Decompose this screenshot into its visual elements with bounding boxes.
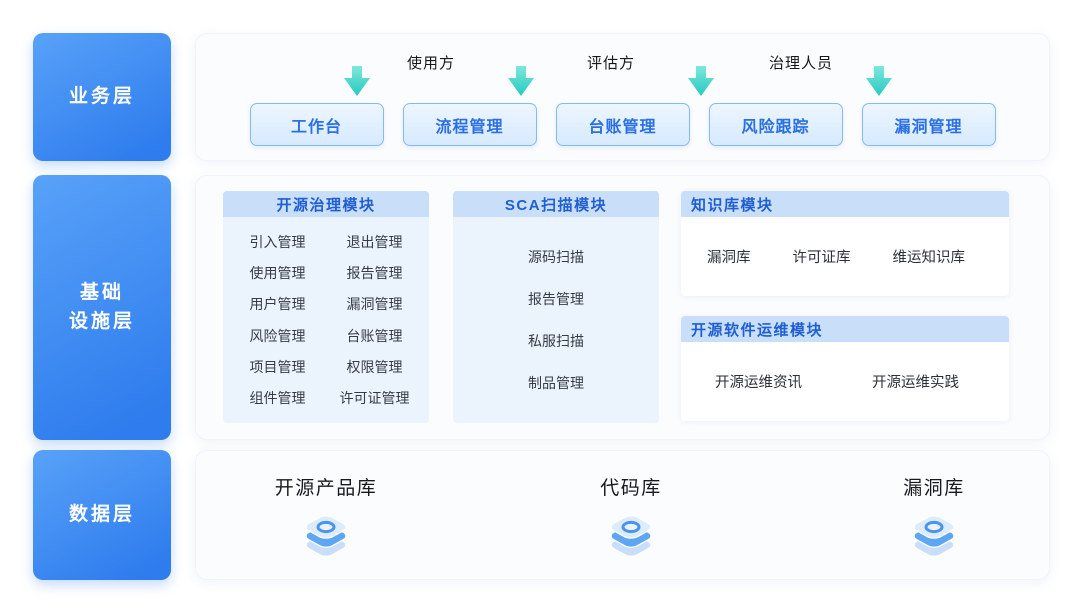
module-item: 组件管理 (249, 389, 306, 406)
module-item: 制品管理 (528, 375, 584, 391)
governance-module-panel: 开源治理模块 引入管理 退出管理 使用管理 报告管理 用户管理 漏洞管理 风险管… (223, 191, 429, 423)
role-label-assessor: 评估方 (586, 55, 635, 72)
governance-module-items: 引入管理 退出管理 使用管理 报告管理 用户管理 漏洞管理 风险管理 台账管理 … (223, 217, 429, 423)
button-risk-tracking: 风险跟踪 (708, 103, 843, 146)
module-item: 退出管理 (346, 234, 403, 251)
business-layer-card: 使用方 评估方 治理人员 工作台 流程管理 台账管理 风险跟踪 漏洞管理 (195, 33, 1050, 161)
module-item: 权限管理 (346, 358, 403, 375)
module-item: 报告管理 (528, 291, 584, 307)
ops-module-title: 开源软件运维模块 (681, 316, 1009, 342)
database-label: 开源产品库 (274, 478, 378, 499)
arrow-down-icon (508, 66, 534, 96)
sca-module-title: SCA扫描模块 (453, 191, 659, 217)
module-item: 私服扫描 (528, 333, 584, 349)
knowledge-module-title: 知识库模块 (681, 191, 1009, 217)
module-item: 用户管理 (249, 296, 306, 313)
button-workbench: 工作台 (249, 103, 384, 146)
layer-label-infrastructure-line1: 基础 (79, 282, 124, 303)
module-item: 使用管理 (249, 265, 306, 282)
database-stack-icon (912, 515, 956, 557)
module-item: 台账管理 (346, 327, 403, 344)
database-label: 代码库 (600, 478, 662, 499)
module-item: 源码扫描 (528, 249, 584, 265)
layer-pill-infrastructure: 基础 设施层 (33, 175, 171, 440)
ops-module-items: 开源运维资讯 开源运维实践 (681, 342, 1009, 421)
module-item: 许可证管理 (339, 389, 410, 406)
layer-pill-business: 业务层 (33, 33, 171, 161)
arrow-down-icon (688, 66, 714, 96)
database-stack-icon (609, 515, 653, 557)
button-ledger-management: 台账管理 (555, 103, 690, 146)
module-item: 开源运维资讯 (715, 375, 802, 391)
button-process-management: 流程管理 (402, 103, 537, 146)
module-item: 引入管理 (249, 234, 306, 251)
button-vulnerability-management: 漏洞管理 (861, 103, 996, 146)
database-code-repository: 代码库 (556, 473, 706, 561)
module-item: 漏洞管理 (346, 296, 403, 313)
role-label-governance: 治理人员 (768, 55, 833, 72)
module-item: 报告管理 (346, 265, 403, 282)
arrow-down-icon (344, 66, 370, 96)
knowledge-module-panel: 知识库模块 漏洞库 许可证库 维运知识库 (681, 191, 1009, 296)
database-stack-icon (304, 515, 348, 557)
governance-module-title: 开源治理模块 (223, 191, 429, 217)
layer-label-business: 业务层 (68, 85, 135, 107)
layer-pill-data: 数据层 (33, 450, 171, 580)
business-buttons-row: 工作台 流程管理 台账管理 风险跟踪 漏洞管理 (196, 103, 1049, 146)
layer-label-data: 数据层 (68, 503, 135, 525)
database-vulnerability-library: 漏洞库 (859, 473, 1009, 561)
knowledge-module-items: 漏洞库 许可证库 维运知识库 (681, 217, 1009, 296)
sca-module-items: 源码扫描 报告管理 私服扫描 制品管理 (453, 217, 659, 423)
sca-module-panel: SCA扫描模块 源码扫描 报告管理 私服扫描 制品管理 (453, 191, 659, 423)
database-open-source-products: 开源产品库 (251, 473, 401, 561)
module-item: 风险管理 (249, 327, 306, 344)
layer-label-infrastructure-line2: 设施层 (68, 310, 135, 332)
module-item: 维运知识库 (892, 250, 966, 266)
data-layer-card: 开源产品库 代码库 漏洞库 (195, 450, 1050, 580)
module-item: 漏洞库 (707, 250, 751, 266)
module-item: 项目管理 (249, 358, 306, 375)
arrow-down-icon (866, 66, 892, 96)
database-label: 漏洞库 (903, 478, 965, 499)
ops-module-panel: 开源软件运维模块 开源运维资讯 开源运维实践 (681, 316, 1009, 421)
module-item: 许可证库 (792, 250, 851, 266)
infrastructure-layer-card: 开源治理模块 引入管理 退出管理 使用管理 报告管理 用户管理 漏洞管理 风险管… (195, 175, 1050, 440)
role-label-user: 使用方 (406, 55, 455, 72)
module-item: 开源运维实践 (872, 375, 959, 391)
